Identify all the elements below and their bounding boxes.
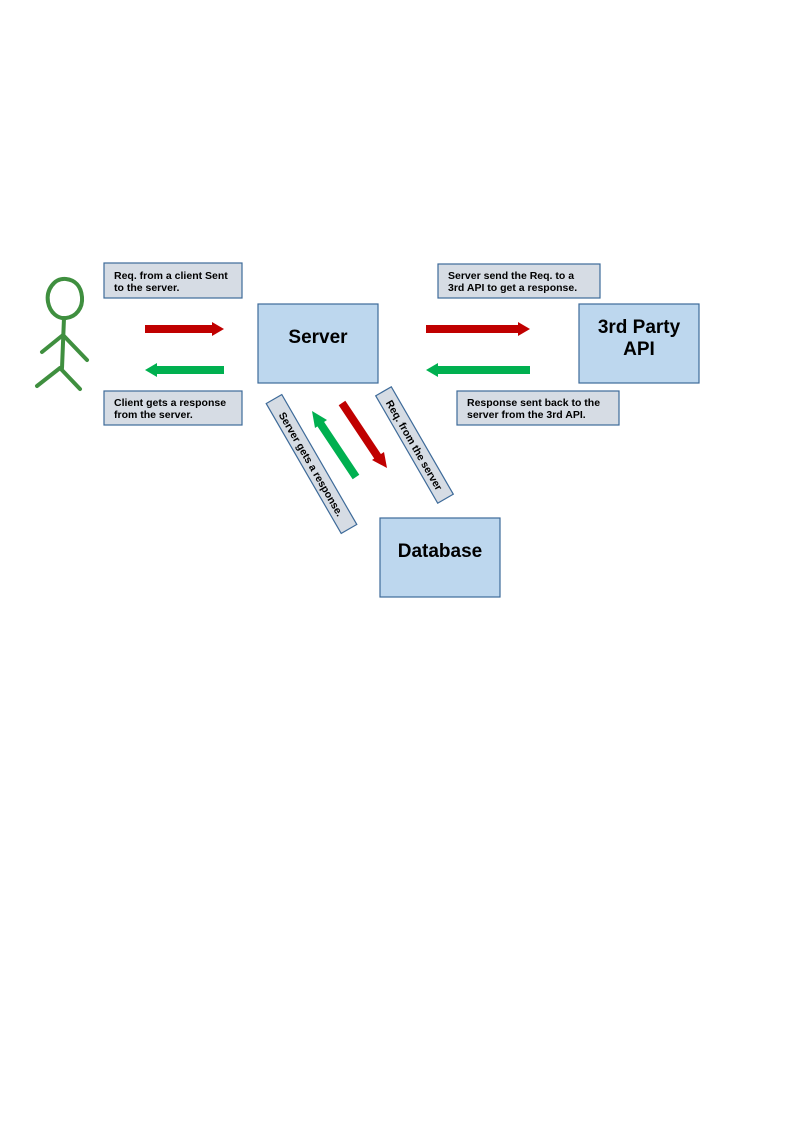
actor-body: [60, 316, 66, 370]
arrow-database-to-server: [312, 411, 360, 480]
note-client-response-line1: Client gets a response: [114, 397, 226, 409]
note-client-response-line2: from the server.: [114, 409, 193, 421]
third-party-label-line1: 3rd Party: [598, 317, 681, 338]
server-node: Server: [257, 303, 379, 384]
arrow-api-to-server: [426, 363, 530, 377]
database-node: Database: [379, 517, 501, 598]
server-label: Server: [288, 327, 348, 348]
note-client-response: Client gets a response from the server.: [103, 390, 243, 426]
note-client-request-line2: to the server.: [114, 282, 179, 294]
note-db-request-text: Req. from the server: [383, 398, 444, 492]
arrow-client-to-server: [145, 322, 224, 336]
actor-head: [45, 276, 85, 321]
note-client-request-line1: Req. from a client Sent: [114, 270, 228, 282]
note-db-request: Req. from the server: [374, 385, 455, 505]
note-api-request: Server send the Req. to a 3rd API to get…: [437, 263, 601, 299]
note-api-request-line1: Server send the Req. to a: [448, 270, 574, 282]
database-label: Database: [398, 541, 483, 562]
note-api-response: Response sent back to the server from th…: [456, 390, 620, 426]
note-api-response-line2: server from the 3rd API.: [467, 409, 586, 421]
actor-legs: [35, 366, 82, 391]
actor-arms: [40, 333, 89, 362]
third-party-label-line2: API: [623, 339, 655, 360]
note-client-request: Req. from a client Sent to the server.: [103, 262, 243, 299]
client-actor-icon: [35, 276, 89, 391]
arrow-server-to-database: [338, 400, 387, 468]
note-api-request-line2: 3rd API to get a response.: [448, 282, 577, 294]
note-api-response-line1: Response sent back to the: [467, 397, 600, 409]
note-db-response-text: Server gets a response.: [276, 410, 346, 519]
third-party-api-node: 3rd Party API: [578, 303, 700, 384]
arrow-server-to-client: [145, 363, 224, 377]
arrow-server-to-api: [426, 322, 530, 336]
